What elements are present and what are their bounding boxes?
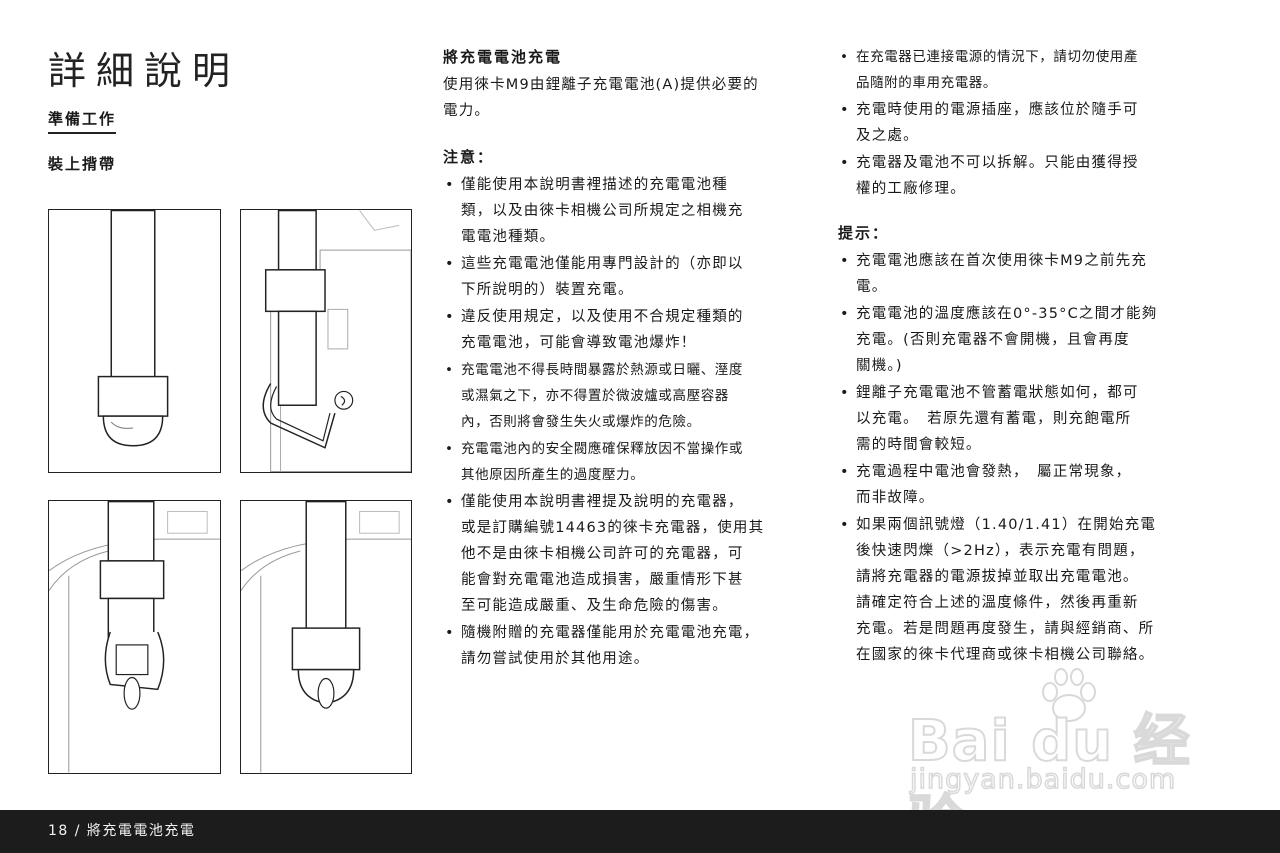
strap-illustration-step-2 <box>240 209 412 473</box>
section-heading: 準備工作 <box>48 108 117 134</box>
baidu-jingyan-watermark: Bai du 经验 jingyan.baidu.com <box>900 668 1210 853</box>
strap-closed-drawing <box>241 501 411 773</box>
list-item: 如果兩個訊號燈（1.40/1.41）在開始充電 後快速閃爍（>2Hz），表示充電… <box>838 512 1210 668</box>
strap-illustration-step-3 <box>48 500 221 774</box>
list-item: 充電時使用的電源插座，應該位於隨手可 及之處。 <box>838 97 1210 149</box>
list-item: 僅能使用本說明書裡提及說明的充電器， 或是訂購編號14463的徠卡充電器，使用其… <box>443 489 815 619</box>
notes-list: 僅能使用本說明書裡描述的充電電池種 類，以及由徠卡相機公司所規定之相機充 電電池… <box>443 172 815 672</box>
sub-heading: 裝上揹帶 <box>48 155 117 173</box>
hints-heading: 提示： <box>838 224 890 242</box>
strap-attach-drawing <box>49 501 220 773</box>
list-item: 充電過程中電池會發熱， 屬正常現象， 而非故障。 <box>838 459 1210 511</box>
page-title: 詳細說明 <box>48 49 241 93</box>
list-item: 充電電池內的安全閥應確保釋放因不當操作或 其他原因所產生的過度壓力。 <box>443 436 815 488</box>
strap-loop-drawing <box>262 210 411 472</box>
strap-illustration-step-4 <box>240 500 412 774</box>
list-item: 充電器及電池不可以拆解。只能由獲得授 權的工廠修理。 <box>838 150 1210 202</box>
cautions-list: 在充電器已連接電源的情況下，請切勿使用產 品隨附的車用充電器。 充電時使用的電源… <box>838 44 1210 202</box>
strap-cap-drawing <box>97 210 169 447</box>
list-item: 鋰離子充電電池不管蓄電狀態如何，都可 以充電。 若原先還有蓄電，則充飽電所 需的… <box>838 380 1210 458</box>
list-item: 充電電池應該在首次使用徠卡M9之前先充 電。 <box>838 248 1210 300</box>
hints-list: 充電電池應該在首次使用徠卡M9之前先充 電。 充電電池的溫度應該在0°-35°C… <box>838 248 1210 668</box>
list-item: 在充電器已連接電源的情況下，請切勿使用產 品隨附的車用充電器。 <box>838 44 1210 96</box>
list-item: 充電電池不得長時間暴露於熱源或日曬、溼度 或濕氣之下，亦不得置於微波爐或高壓容器… <box>443 357 815 435</box>
watermark-logo-text: Bai du 经验 <box>907 708 1191 853</box>
charging-intro: 使用徠卡M9由鋰離子充電電池(A)提供必要的 電力。 <box>443 77 759 119</box>
strap-illustration-step-1 <box>48 209 221 473</box>
watermark-url: jingyan.baidu.com <box>909 763 1177 796</box>
page-footer: 18 / 將充電電池充電 <box>0 810 1280 853</box>
paw-logo-icon <box>1042 668 1096 722</box>
list-item: 這些充電電池僅能用專門設計的（亦即以 下所說明的）裝置充電。 <box>443 251 815 303</box>
charging-heading: 將充電電池充電 <box>443 48 563 66</box>
list-item: 違反使用規定，以及使用不合規定種類的 充電電池，可能會導致電池爆炸！ <box>443 304 815 356</box>
charging-notes-column: 在充電器已連接電源的情況下，請切勿使用產 品隨附的車用充電器。 充電時使用的電源… <box>838 44 1210 669</box>
list-item: 充電電池的溫度應該在0°-35°C之間才能夠 充電。(否則充電器不會開機，且會再… <box>838 301 1210 379</box>
list-item: 隨機附贈的充電器僅能用於充電電池充電， 請勿嘗試使用於其他用途。 <box>443 620 815 672</box>
list-item: 僅能使用本說明書裡描述的充電電池種 類，以及由徠卡相機公司所規定之相機充 電電池… <box>443 172 815 250</box>
charging-instructions-column: 將充電電池充電 使用徠卡M9由鋰離子充電電池(A)提供必要的 電力。 注意： 僅… <box>443 46 815 673</box>
notes-heading: 注意： <box>443 148 495 166</box>
